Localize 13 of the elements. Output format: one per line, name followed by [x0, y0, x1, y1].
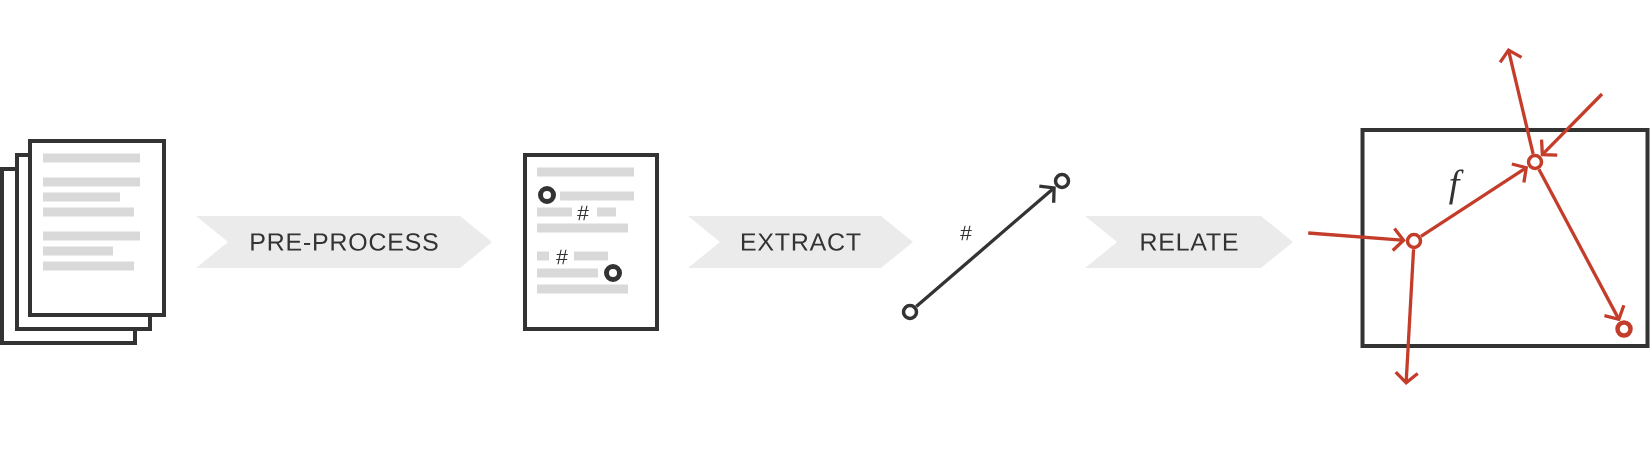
chevron-step: PRE-PROCESS [196, 216, 492, 268]
chevron-step: RELATE [1085, 216, 1293, 268]
edge-label: f [1447, 168, 1464, 206]
edge-label: # [959, 224, 973, 242]
arrow [915, 184, 1056, 308]
arrow [1308, 227, 1406, 252]
arrow [1394, 249, 1419, 385]
chevron-step: EXTRACT [688, 216, 913, 268]
arrow [1539, 92, 1604, 157]
arrow [1498, 48, 1535, 155]
arrow [1420, 162, 1529, 238]
frame-box [1360, 128, 1650, 348]
arrow [1537, 168, 1626, 322]
